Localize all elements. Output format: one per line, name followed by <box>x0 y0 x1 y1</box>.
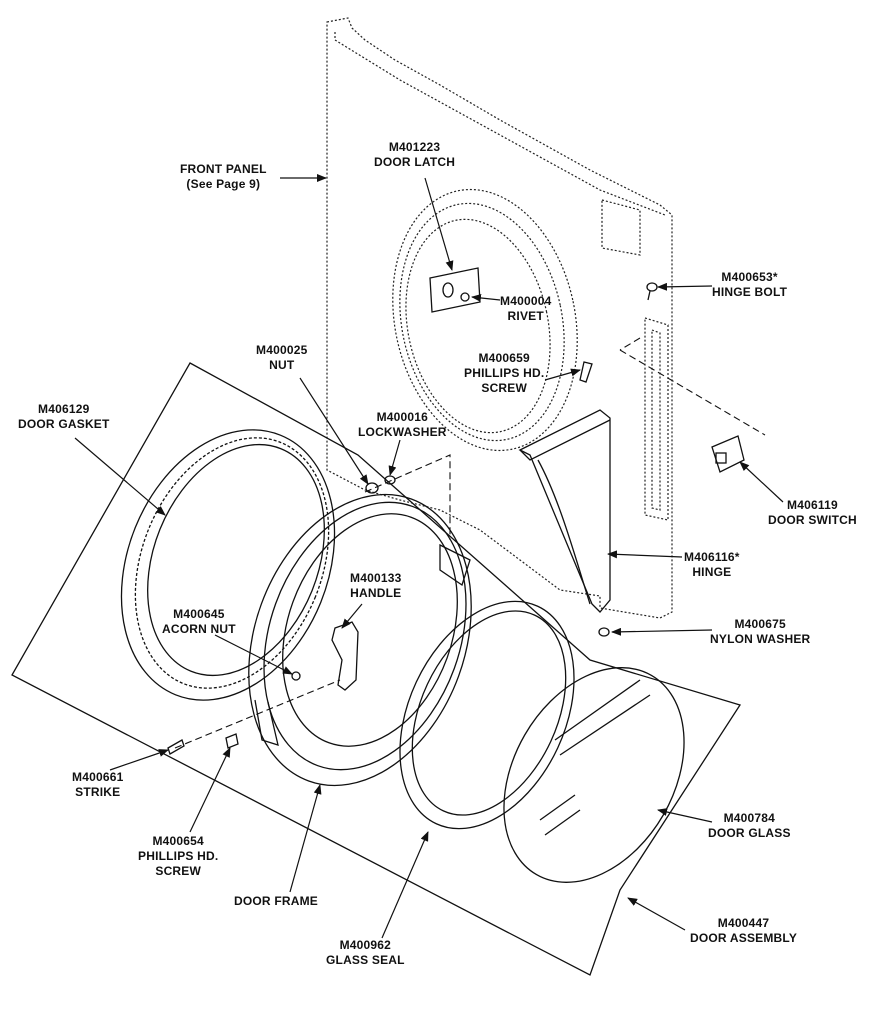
leader-lines <box>74 174 784 939</box>
label-strike: M400661 STRIKE <box>72 770 123 800</box>
label-nylon-washer: M400675 NYLON WASHER <box>710 617 810 647</box>
acorn-nut-part <box>291 671 301 681</box>
label-nut: M400025 NUT <box>256 343 307 373</box>
door-frame-part <box>248 493 472 787</box>
door-glass-name: DOOR GLASS <box>708 826 791 840</box>
glass-seal-part <box>399 600 575 830</box>
hinge-slot-part <box>644 317 669 521</box>
label-handle: M400133 HANDLE <box>350 571 401 601</box>
strike-part <box>167 739 185 755</box>
door-assembly-name: DOOR ASSEMBLY <box>690 931 798 945</box>
handle-name: HANDLE <box>350 586 402 600</box>
phillips-screw-bottom-name: PHILLIPS HD. <box>138 849 219 863</box>
label-phillips-screw-top: M400659 PHILLIPS HD. SCREW <box>464 351 544 396</box>
door-switch-part <box>711 435 745 473</box>
door-switch-name: DOOR SWITCH <box>768 513 857 527</box>
glass-seal-part-number: M400962 <box>339 938 392 952</box>
label-door-assembly: M400447 DOOR ASSEMBLY <box>690 916 797 946</box>
door-assembly-outline <box>11 362 742 976</box>
label-door-frame: DOOR FRAME <box>234 894 318 909</box>
door-frame-name: DOOR FRAME <box>234 894 318 908</box>
strike-part-number: M400661 <box>72 770 124 784</box>
door-latch-part-number: M401223 <box>388 140 441 154</box>
door-glass-part-number: M400784 <box>723 811 776 825</box>
hinge-part <box>518 409 611 613</box>
front-panel-name: FRONT PANEL <box>180 162 267 176</box>
label-door-gasket: M406129 DOOR GASKET <box>18 402 110 432</box>
label-front-panel: FRONT PANEL (See Page 9) <box>180 162 267 192</box>
door-gasket-part <box>120 429 336 701</box>
lockwasher-name: LOCKWASHER <box>358 425 447 439</box>
hinge-bolt-part-number: M400653* <box>721 270 778 284</box>
door-switch-part-number: M406119 <box>787 498 838 512</box>
door-latch-name: DOOR LATCH <box>374 155 456 169</box>
hinge-bolt-name: HINGE BOLT <box>712 285 788 299</box>
hinge-bolt-part <box>646 282 658 301</box>
label-rivet: M400004 RIVET <box>500 294 551 324</box>
door-assembly-part-number: M400447 <box>717 916 770 930</box>
phillips-screw-top-name: PHILLIPS HD. <box>464 366 545 380</box>
door-latch-part <box>429 267 481 313</box>
label-hinge-bolt: M400653* HINGE BOLT <box>712 270 787 300</box>
strike-name: STRIKE <box>75 785 121 799</box>
door-gasket-part-number: M406129 <box>38 402 90 416</box>
front-panel-note: (See Page 9) <box>186 177 261 191</box>
lockwasher-part-number: M400016 <box>376 410 429 424</box>
phillips-screw-top-part <box>579 361 593 383</box>
hinge-name: HINGE <box>692 565 732 579</box>
label-door-switch: M406119 DOOR SWITCH <box>768 498 857 528</box>
nut-part-number: M400025 <box>256 343 308 357</box>
nylon-washer-name: NYLON WASHER <box>710 632 811 646</box>
door-gasket-name: DOOR GASKET <box>18 417 110 431</box>
glass-seal-name: GLASS SEAL <box>326 953 405 967</box>
label-lockwasher: M400016 LOCKWASHER <box>358 410 447 440</box>
nut-name: NUT <box>269 358 295 372</box>
acorn-nut-name: ACORN NUT <box>162 622 236 636</box>
label-phillips-screw-bottom: M400654 PHILLIPS HD. SCREW <box>138 834 218 879</box>
label-hinge: M406116* HINGE <box>684 550 740 580</box>
label-acorn-nut: M400645 ACORN NUT <box>162 607 236 637</box>
phillips-screw-bottom-name-2: SCREW <box>155 864 202 878</box>
nylon-washer-part-number: M400675 <box>734 617 786 631</box>
phillips-screw-top-name-2: SCREW <box>481 381 528 395</box>
label-glass-seal: M400962 GLASS SEAL <box>326 938 405 968</box>
hinge-part-number: M406116* <box>684 550 740 564</box>
rivet-name: RIVET <box>507 309 544 323</box>
label-door-glass: M400784 DOOR GLASS <box>708 811 791 841</box>
handle-part-number: M400133 <box>350 571 402 585</box>
phillips-screw-bottom-part <box>225 733 239 749</box>
phillips-screw-bottom-part-number: M400654 <box>152 834 204 848</box>
acorn-nut-part-number: M400645 <box>173 607 225 621</box>
phillips-screw-top-part-number: M400659 <box>478 351 530 365</box>
label-door-latch: M401223 DOOR LATCH <box>374 140 455 170</box>
nylon-washer-part <box>598 627 610 637</box>
door-glass-part <box>503 667 685 883</box>
rivet-part-number: M400004 <box>500 294 552 308</box>
nut-lockwasher-part <box>365 475 396 494</box>
handle-part <box>331 621 359 691</box>
